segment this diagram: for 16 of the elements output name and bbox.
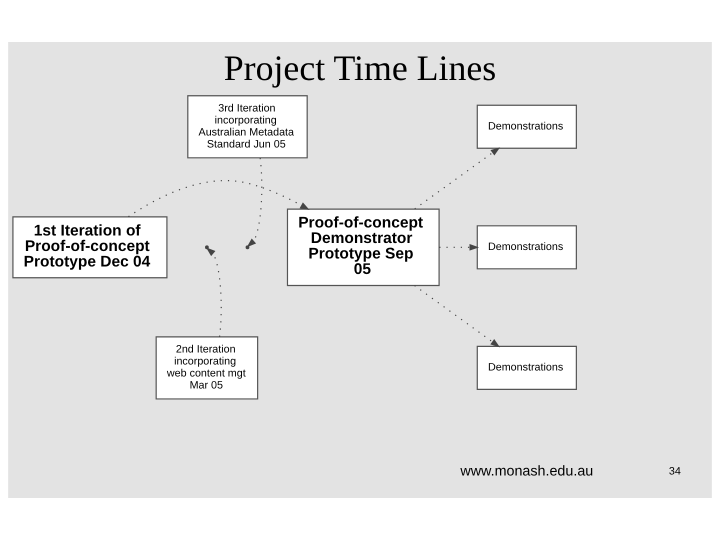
arrow: [439, 244, 480, 251]
diagram-title: Project Time Lines: [224, 48, 496, 88]
node-box: Proof-of-concept Demonstrator Prototype Sep 05: [286, 208, 440, 286]
arrow: [414, 285, 500, 348]
arrow: [128, 180, 310, 218]
node-box: 3rd Iteration incorporating Australian Metadata Standard Jun 05: [187, 95, 308, 158]
node-box: 2nd Iteration incorporating web content mgt Mar 05: [156, 336, 258, 400]
label: www.monash.edu.au: [460, 463, 594, 480]
arrow: [206, 247, 222, 337]
node-box: Demonstrations: [476, 225, 577, 270]
node-box: Demonstrations: [476, 104, 577, 149]
node-box: Demonstrations: [476, 346, 577, 390]
arrow: [414, 147, 500, 210]
arrow: [246, 158, 262, 248]
node-box: 1st Iteration of Proof-of-concept Prototype Dec 04: [12, 216, 168, 278]
label: 34: [668, 465, 681, 478]
